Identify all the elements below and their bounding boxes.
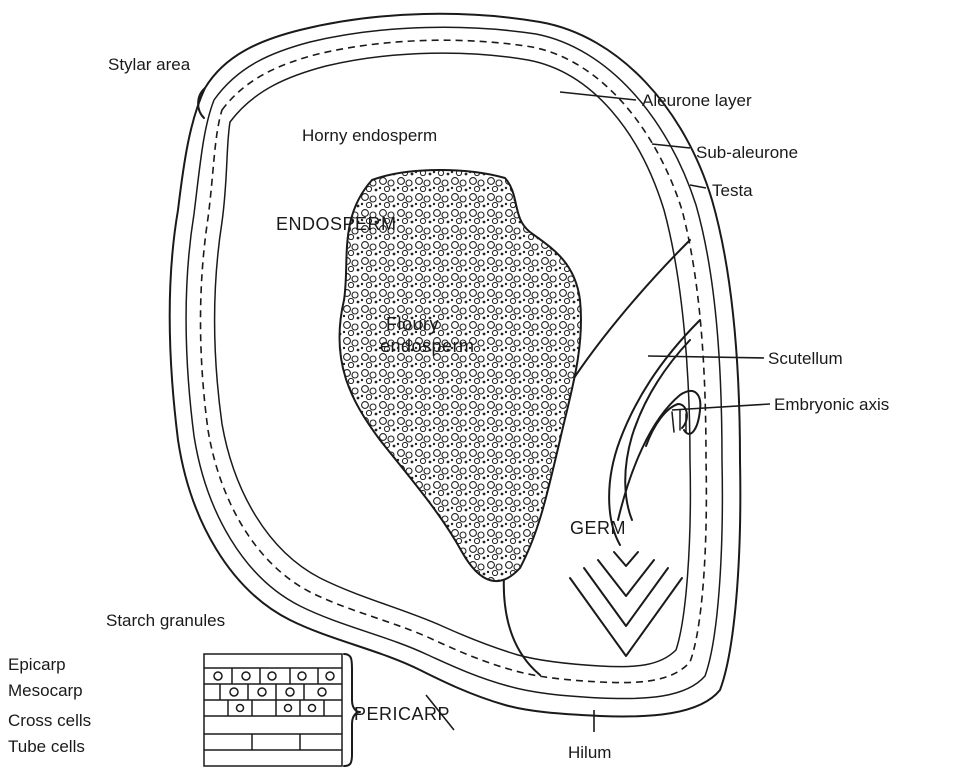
label-mesocarp: Mesocarp	[8, 681, 83, 700]
label-starch-granules: Starch granules	[106, 611, 225, 630]
label-endosperm: ENDOSPERM	[276, 214, 397, 234]
label-stylar-area: Stylar area	[108, 55, 191, 74]
embryonic-axis-outer	[618, 391, 700, 520]
germ-chevrons	[570, 552, 682, 656]
label-floury-line2: endosperm	[380, 336, 475, 356]
label-horny-endosperm: Horny endosperm	[302, 126, 437, 145]
label-scutellum: Scutellum	[768, 349, 843, 368]
label-sub-aleurone: Sub-aleurone	[696, 143, 798, 162]
label-tube-cells: Tube cells	[8, 737, 85, 756]
label-germ: GERM	[570, 518, 626, 538]
label-aleurone-layer: Aleurone layer	[642, 91, 752, 110]
label-testa: Testa	[712, 181, 753, 200]
label-epicarp: Epicarp	[8, 655, 66, 674]
pericarp-cell-inset	[204, 654, 342, 766]
label-pericarp: PERICARP	[354, 704, 450, 724]
embryonic-axis-tip	[672, 410, 686, 432]
label-cross-cells: Cross cells	[8, 711, 91, 730]
label-hilum: Hilum	[568, 743, 611, 762]
label-floury-line1: Floury	[386, 314, 439, 334]
label-embryonic-axis: Embryonic axis	[774, 395, 889, 414]
embryonic-axis-inner	[646, 404, 687, 446]
